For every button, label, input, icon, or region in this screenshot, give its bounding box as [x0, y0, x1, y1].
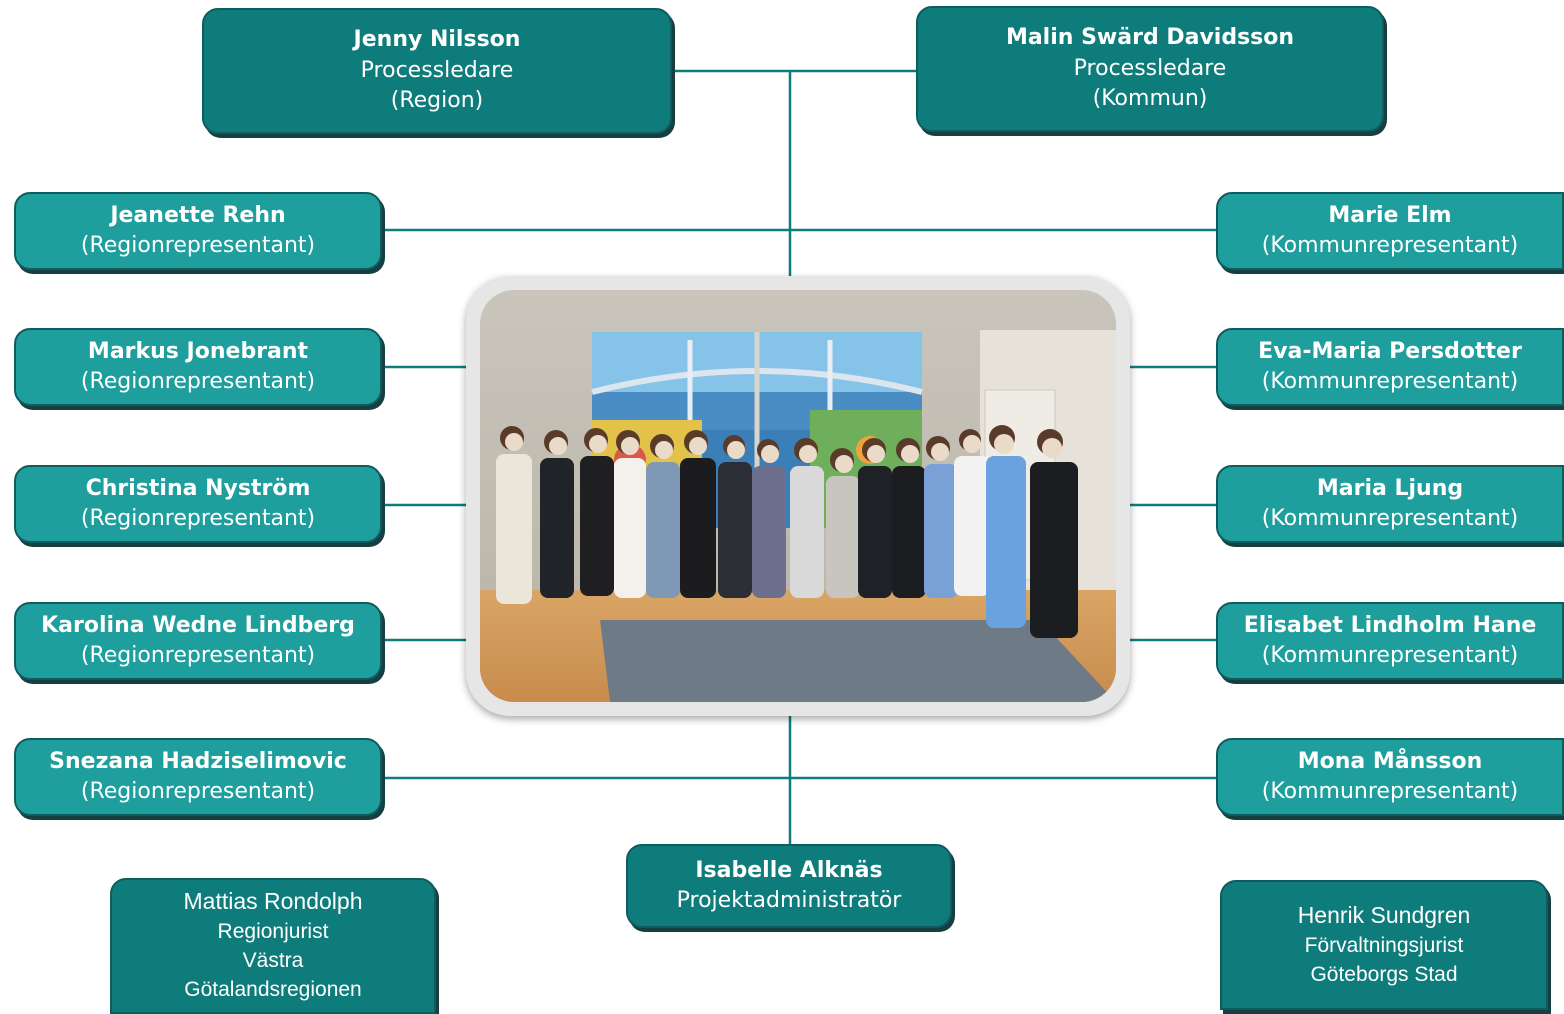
leader-box-region: Jenny Nilsson Processledare (Region)	[202, 8, 672, 134]
region-rep-box: Markus Jonebrant (Regionrepresentant)	[14, 328, 382, 406]
person-role: (Regionrepresentant)	[80, 369, 316, 394]
person-org: Götalandsregionen	[184, 977, 362, 1001]
lawyer-box-region: Mattias Rondolph Regionjurist Västra Göt…	[110, 878, 436, 1014]
person-role: (Regionrepresentant)	[80, 779, 316, 804]
person-org: (Region)	[390, 88, 484, 114]
person-name: Mona Månsson	[1297, 748, 1483, 774]
person-name: Christina Nyström	[85, 475, 311, 501]
person-role: (Kommunrepresentant)	[1261, 233, 1519, 258]
region-rep-box: Karolina Wedne Lindberg (Regionrepresent…	[14, 602, 382, 680]
person-name: Snezana Hadziselimovic	[49, 748, 347, 774]
person-role: Projektadministratör	[676, 888, 902, 913]
person-role: Processledare	[360, 57, 514, 83]
kommun-rep-box: Eva-Maria Persdotter (Kommunrepresentant…	[1216, 328, 1564, 406]
kommun-rep-box: Elisabet Lindholm Hane (Kommunrepresenta…	[1216, 602, 1564, 680]
kommun-rep-box: Mona Månsson (Kommunrepresentant)	[1216, 738, 1564, 816]
person-org: (Kommun)	[1092, 86, 1208, 112]
region-rep-box: Snezana Hadziselimovic (Regionrepresenta…	[14, 738, 382, 816]
person-org: Göteborgs Stad	[1310, 962, 1458, 986]
person-name: Eva-Maria Persdotter	[1258, 338, 1522, 364]
person-name: Marie Elm	[1328, 202, 1452, 228]
person-name: Elisabet Lindholm Hane	[1243, 612, 1537, 638]
person-name: Karolina Wedne Lindberg	[41, 612, 355, 638]
group-photo	[480, 290, 1116, 702]
lawyer-box-kommun: Henrik Sundgren Förvaltningsjurist Göteb…	[1220, 880, 1548, 1010]
person-role: Regionjurist	[217, 919, 329, 943]
admin-box: Isabelle Alknäs Projektadministratör	[626, 844, 952, 928]
person-name: Mattias Rondolph	[183, 888, 363, 914]
person-role: (Kommunrepresentant)	[1261, 369, 1519, 394]
person-role: (Kommunrepresentant)	[1261, 506, 1519, 531]
person-role: (Regionrepresentant)	[80, 643, 316, 668]
person-role: Förvaltningsjurist	[1304, 933, 1464, 957]
person-role: (Kommunrepresentant)	[1261, 779, 1519, 804]
person-name: Henrik Sundgren	[1297, 902, 1471, 928]
person-role: (Regionrepresentant)	[80, 506, 316, 531]
person-role: (Regionrepresentant)	[80, 233, 316, 258]
person-org: Västra	[242, 948, 304, 972]
person-name: Jenny Nilsson	[353, 27, 521, 53]
person-role: Processledare	[1073, 55, 1227, 81]
person-name: Isabelle Alknäs	[695, 857, 883, 883]
person-name: Jeanette Rehn	[110, 202, 286, 228]
person-role: (Kommunrepresentant)	[1261, 643, 1519, 668]
region-rep-box: Jeanette Rehn (Regionrepresentant)	[14, 192, 382, 270]
person-name: Malin Swärd Davidsson	[1005, 25, 1295, 51]
region-rep-box: Christina Nyström (Regionrepresentant)	[14, 465, 382, 543]
group-photo-icon	[480, 290, 1116, 702]
person-name: Markus Jonebrant	[87, 338, 309, 364]
leader-box-kommun: Malin Swärd Davidsson Processledare (Kom…	[916, 6, 1384, 132]
kommun-rep-box: Marie Elm (Kommunrepresentant)	[1216, 192, 1564, 270]
person-name: Maria Ljung	[1316, 475, 1464, 501]
kommun-rep-box: Maria Ljung (Kommunrepresentant)	[1216, 465, 1564, 543]
